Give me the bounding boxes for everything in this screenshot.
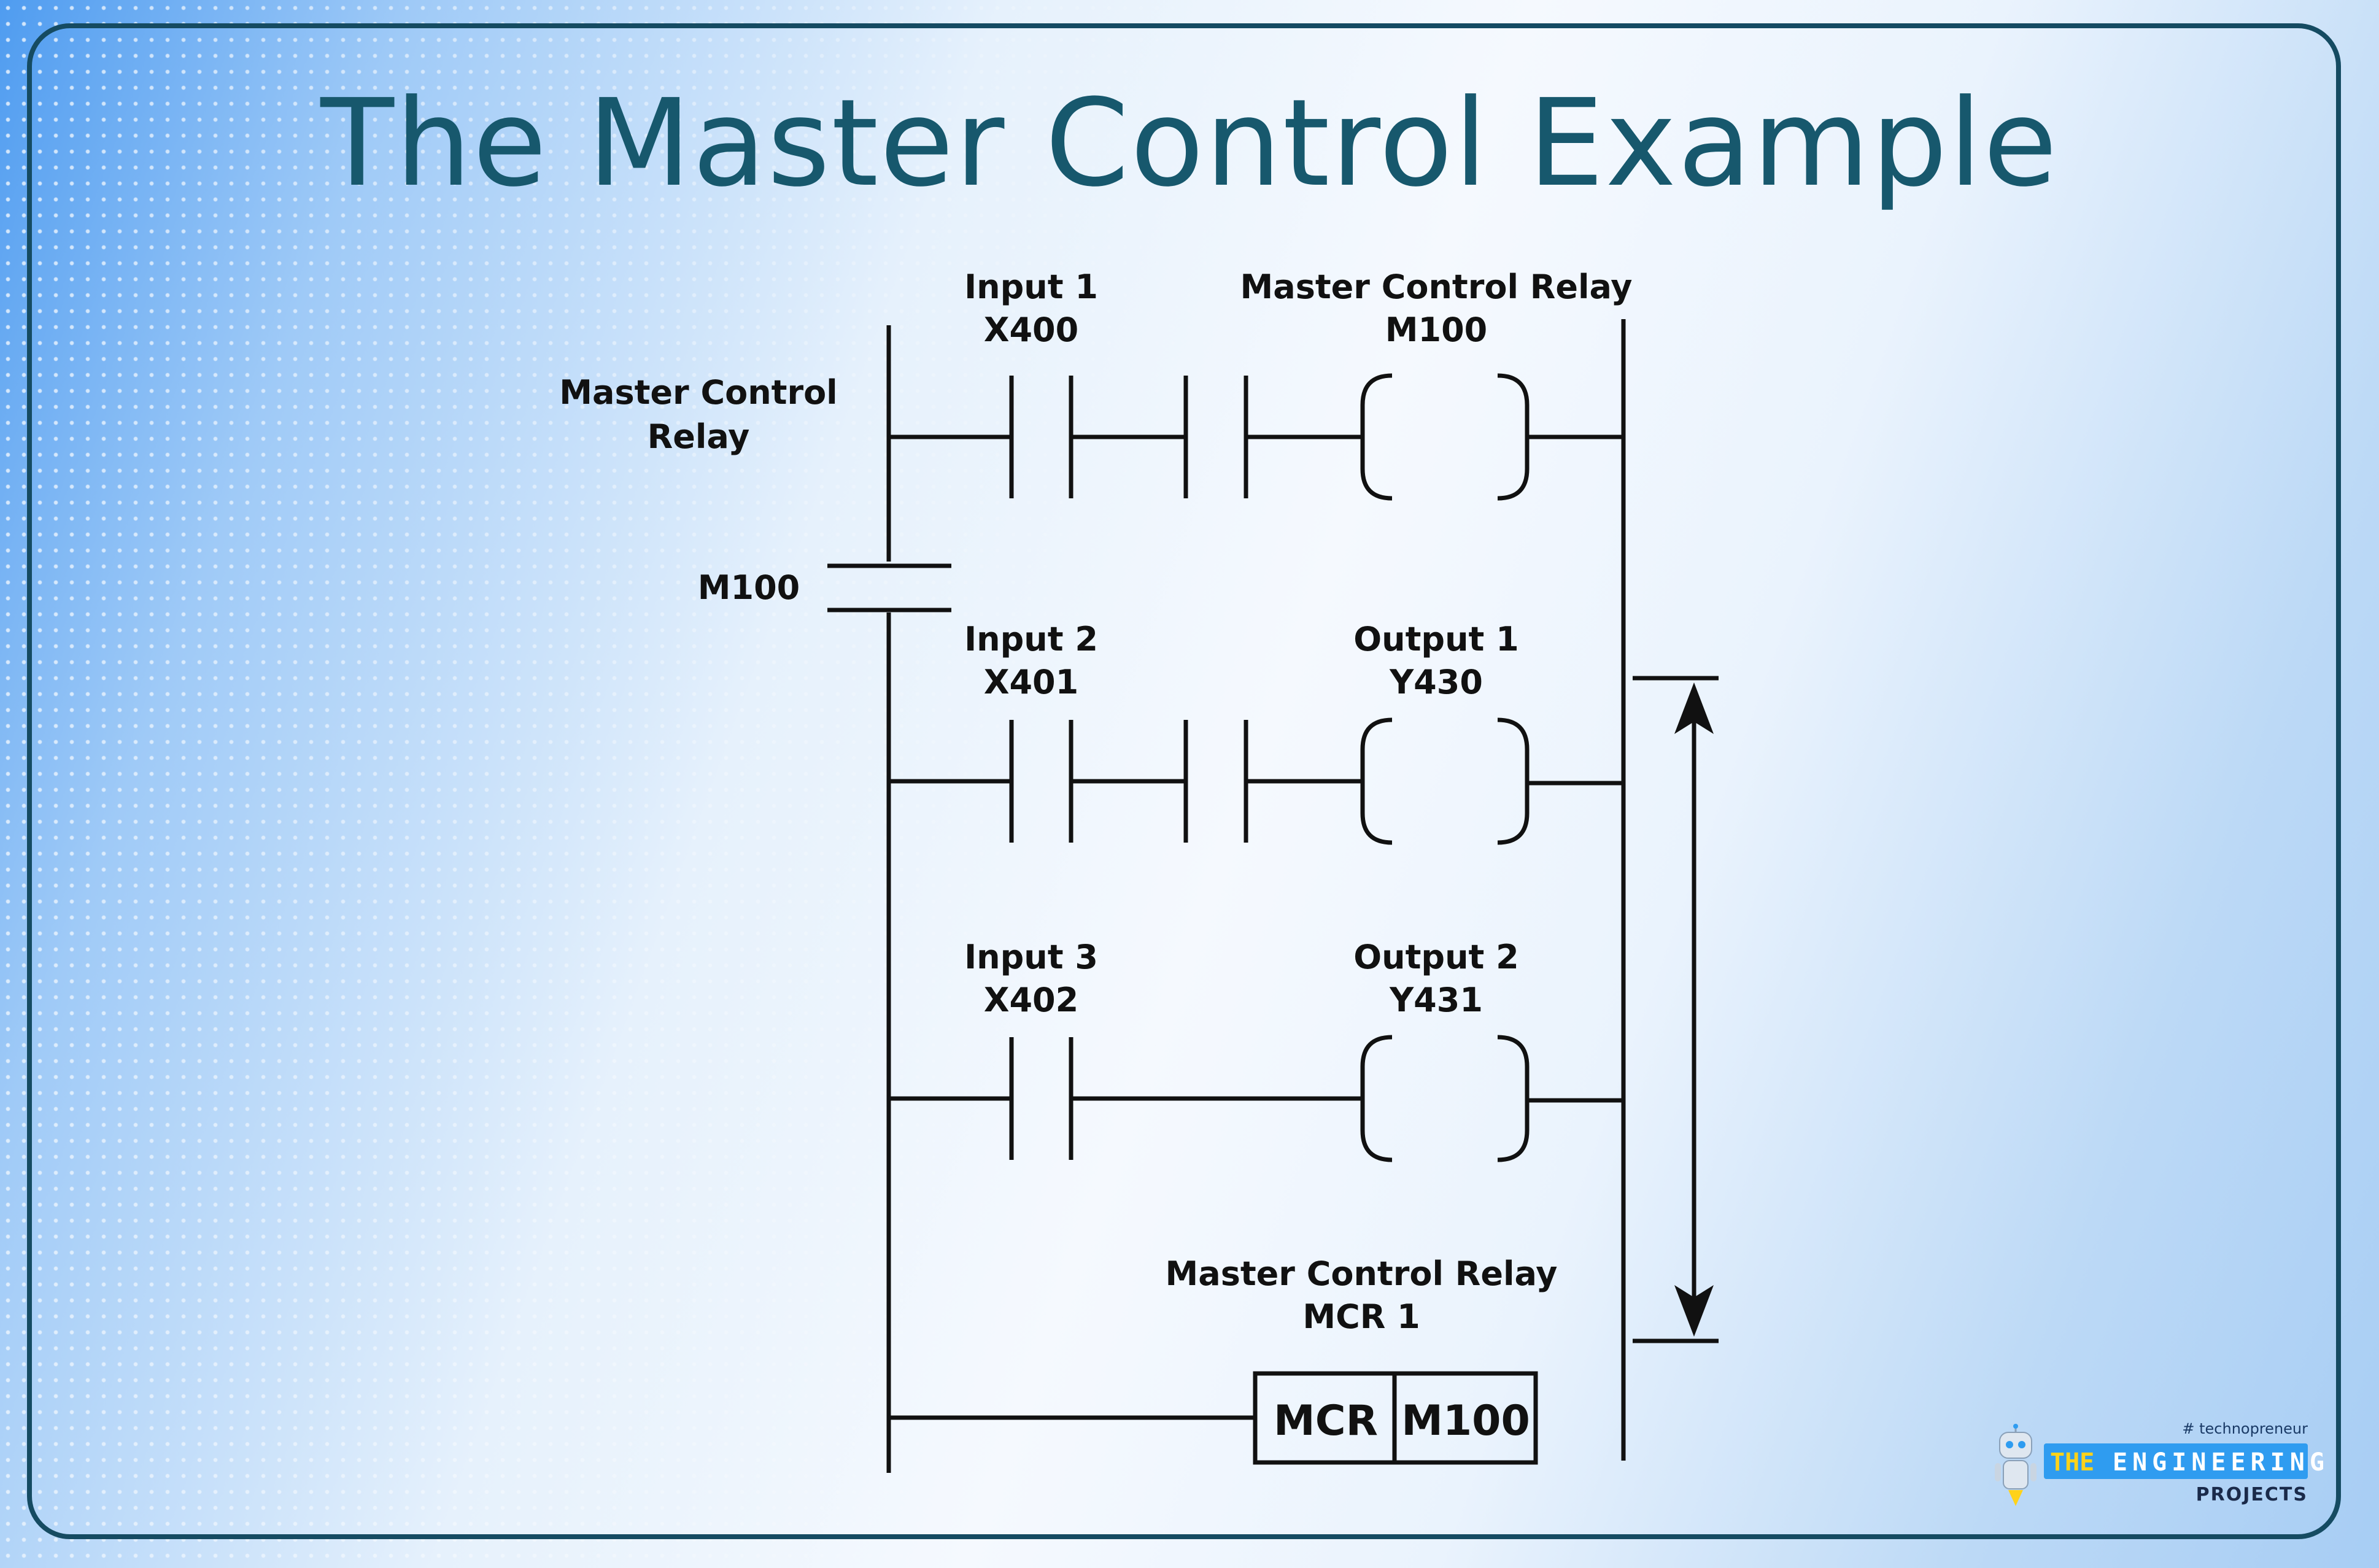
input-2-label: Input 2 — [964, 620, 1098, 658]
mcr-end-address: MCR 1 — [1302, 1297, 1420, 1336]
brand-logo: # technopreneur THE ENGINEERING PROJECTS — [1982, 1418, 2324, 1510]
rung-4: MCR M100 — [889, 1371, 1538, 1465]
output-1-label: Output 1 — [1353, 620, 1518, 658]
mcr-block-left-label: MCR — [1274, 1397, 1378, 1445]
page-title: The Master Control Example — [320, 74, 2059, 214]
rung-3-coil-right — [1497, 1035, 1530, 1162]
input-2-address: X401 — [984, 663, 1078, 701]
logo-tagline: # technopreneur — [2182, 1420, 2308, 1437]
output-1-address: Y430 — [1389, 663, 1483, 701]
rung-1-coil-left — [1360, 373, 1393, 501]
mcr-coil-address: M100 — [1385, 311, 1487, 349]
mcr-scope-arrow — [1633, 676, 1719, 1343]
logo-projects: PROJECTS — [2195, 1484, 2308, 1505]
rung-3-coil-left — [1360, 1035, 1393, 1162]
mcr-left-label-line1: Master Control — [559, 373, 837, 412]
mcr-end-label: Master Control Relay — [1166, 1254, 1558, 1293]
input-3-label: Input 3 — [964, 938, 1098, 976]
rung-2 — [889, 717, 1623, 845]
scope-arrow-head-down — [1674, 1285, 1714, 1337]
rounded-frame — [27, 23, 2341, 1539]
output-2-label: Output 2 — [1353, 938, 1518, 976]
input-1-address: X400 — [984, 311, 1078, 349]
input-3-address: X402 — [984, 981, 1078, 1019]
logo-banner: THE ENGINEERING — [2044, 1443, 2324, 1479]
rung-3 — [889, 1035, 1623, 1162]
mcr-block-right-label: M100 — [1401, 1397, 1530, 1445]
logo-engineering: ENGINEERING — [2113, 1448, 2329, 1477]
rung-2-coil-right — [1497, 717, 1530, 845]
rung-2-coil-left — [1360, 717, 1393, 845]
m100-contact-label: M100 — [698, 568, 800, 607]
mcr-coil-label: Master Control Relay — [1240, 268, 1633, 306]
output-2-address: Y431 — [1389, 981, 1483, 1019]
robot-mascot-icon — [1995, 1424, 2037, 1506]
scope-arrow-head-up — [1674, 682, 1714, 734]
logo-the: THE — [2050, 1448, 2095, 1477]
input-1-label: Input 1 — [964, 268, 1098, 306]
rung-1 — [889, 373, 1623, 501]
mcr-left-label-line2: Relay — [648, 417, 750, 456]
rung-1-coil-right — [1497, 373, 1530, 501]
